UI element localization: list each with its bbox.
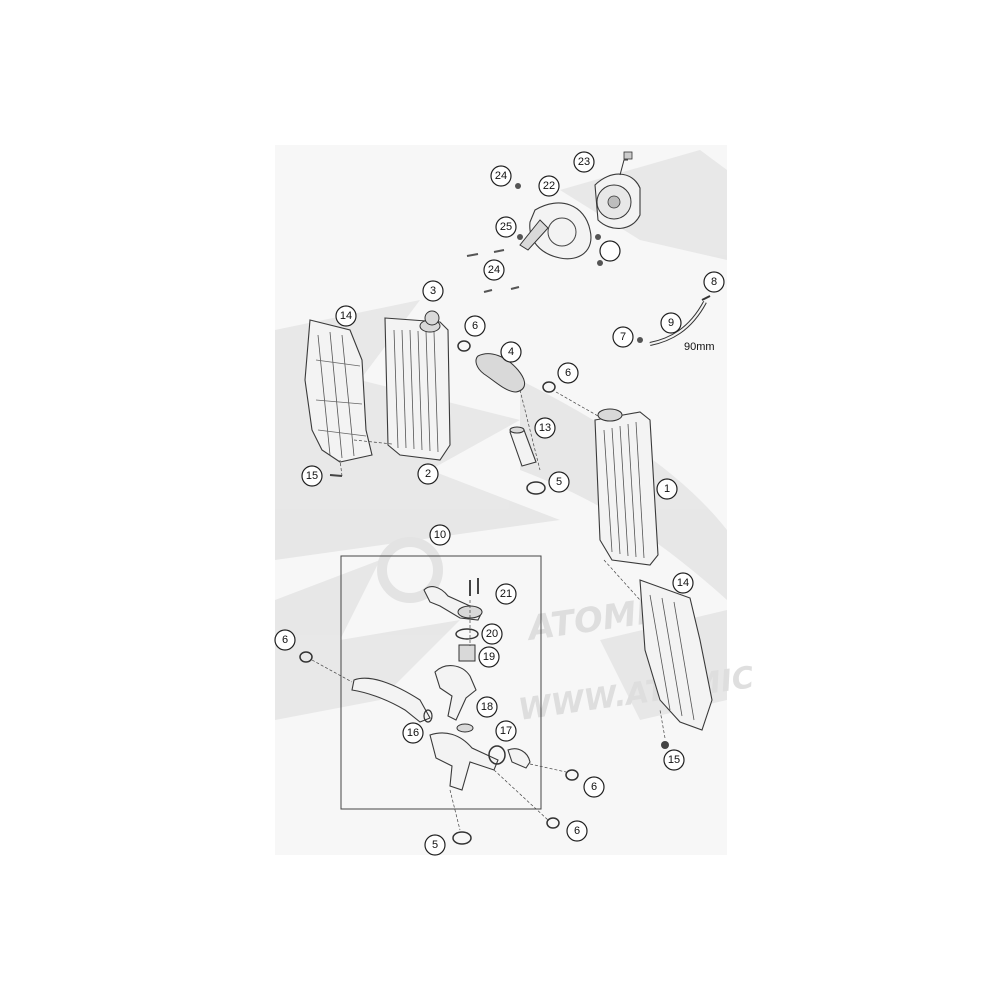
svg-text:6: 6 (565, 367, 571, 379)
callout-21: 22 (538, 175, 560, 197)
clamp-part-lower-left (299, 651, 313, 663)
callout-3: 3 (422, 280, 444, 302)
callout-17: 18 (476, 696, 498, 718)
callout-13: 13 (534, 417, 556, 439)
callout-7: 7 (612, 326, 634, 348)
callout-15a: 15 (301, 465, 323, 487)
svg-text:24: 24 (488, 264, 500, 276)
clamp-part-lower-right (565, 769, 579, 781)
upper-hose-part (509, 426, 537, 467)
long-hose-part (351, 677, 433, 723)
svg-text:14: 14 (677, 577, 689, 589)
clamp-part-cap (457, 340, 471, 352)
callout-25 (599, 240, 621, 262)
left-radiator-part (384, 317, 451, 461)
callout-14b: 14 (672, 572, 694, 594)
callout-6c: 6 (274, 629, 296, 651)
thermostat-part (458, 644, 476, 662)
callout-4: 4 (500, 341, 522, 363)
callout-15b: 15 (663, 749, 685, 771)
callout-16b: 17 (495, 720, 517, 742)
clamp-part-right (542, 381, 556, 393)
callout-9: 9 (660, 312, 682, 334)
callout-14a: 14 (335, 305, 357, 327)
callout-6d: 6 (583, 776, 605, 798)
svg-text:24: 24 (495, 170, 507, 182)
callout-16a: 16 (402, 722, 424, 744)
screws-group (466, 183, 603, 293)
callout-6e: 6 (566, 820, 588, 842)
svg-text:4: 4 (508, 346, 514, 358)
svg-text:5: 5 (432, 839, 438, 851)
svg-text:21: 21 (500, 588, 512, 600)
callout-5b: 5 (424, 834, 446, 856)
callout-1: 1 (656, 478, 678, 500)
svg-text:16: 16 (407, 727, 419, 739)
svg-text:18: 18 (481, 701, 493, 713)
callout-5a: 5 (548, 471, 570, 493)
right-radiator-fins (603, 421, 645, 559)
overflow-hose-part (637, 295, 711, 346)
svg-text:19: 19 (483, 651, 495, 663)
thermostat-lower-housing-part (434, 665, 477, 721)
hose-length-note: 90mm (684, 341, 715, 353)
svg-text:5: 5 (556, 476, 562, 488)
o-ring-part (455, 628, 479, 640)
svg-text:1: 1 (664, 483, 670, 495)
callout-22: 23 (573, 151, 595, 173)
leader-lines (311, 389, 666, 831)
svg-text:14: 14 (340, 310, 352, 322)
svg-text:3: 3 (430, 285, 436, 297)
grommet-part (661, 741, 669, 749)
callout-8: 8 (703, 271, 725, 293)
callout-19: 20 (481, 623, 503, 645)
svg-text:9: 9 (668, 317, 674, 329)
svg-text:15: 15 (668, 754, 680, 766)
svg-text:6: 6 (472, 320, 478, 332)
right-radiator-part (594, 408, 659, 566)
svg-text:20: 20 (486, 628, 498, 640)
clamp-part-bottom (452, 831, 472, 845)
callout-24a: 24 (490, 165, 512, 187)
left-radiator-fins (393, 329, 439, 453)
svg-text:15: 15 (306, 470, 318, 482)
bolts-part (469, 578, 479, 596)
callout-6a: 6 (464, 315, 486, 337)
svg-text:10: 10 (434, 529, 446, 541)
svg-text:25: 25 (500, 221, 512, 233)
y-hose-part (429, 723, 506, 791)
clamp-part-upper (526, 481, 546, 495)
callouts: 23 24 22 25 24 8 3 14 6 9 7 4 6 13 2 15 … (274, 151, 725, 856)
svg-text:23: 23 (578, 156, 590, 168)
fan-part (594, 151, 641, 229)
callout-10: 10 (429, 524, 451, 546)
svg-text:7: 7 (620, 331, 626, 343)
callout-18: 19 (478, 646, 500, 668)
right-spoiler-part (639, 579, 713, 731)
clamp-part-bottom-right (546, 817, 560, 829)
left-spoiler-part (304, 319, 373, 463)
callout-6b: 6 (557, 362, 579, 384)
kit-box (340, 555, 542, 810)
svg-text:17: 17 (500, 725, 512, 737)
callout-23: 24 (483, 259, 505, 281)
svg-text:6: 6 (574, 825, 580, 837)
svg-text:2: 2 (425, 468, 431, 480)
svg-text:13: 13 (539, 422, 551, 434)
svg-text:22: 22 (543, 180, 555, 192)
radiator-cap-part (424, 310, 440, 326)
elbow-hose-part (507, 748, 531, 769)
svg-text:6: 6 (591, 781, 597, 793)
screw-part-left (329, 474, 343, 477)
fan-shroud-part (519, 202, 592, 260)
svg-text:6: 6 (282, 634, 288, 646)
callout-2: 2 (417, 463, 439, 485)
callout-20: 21 (495, 583, 517, 605)
svg-text:8: 8 (711, 276, 717, 288)
callout-24b: 25 (495, 216, 517, 238)
